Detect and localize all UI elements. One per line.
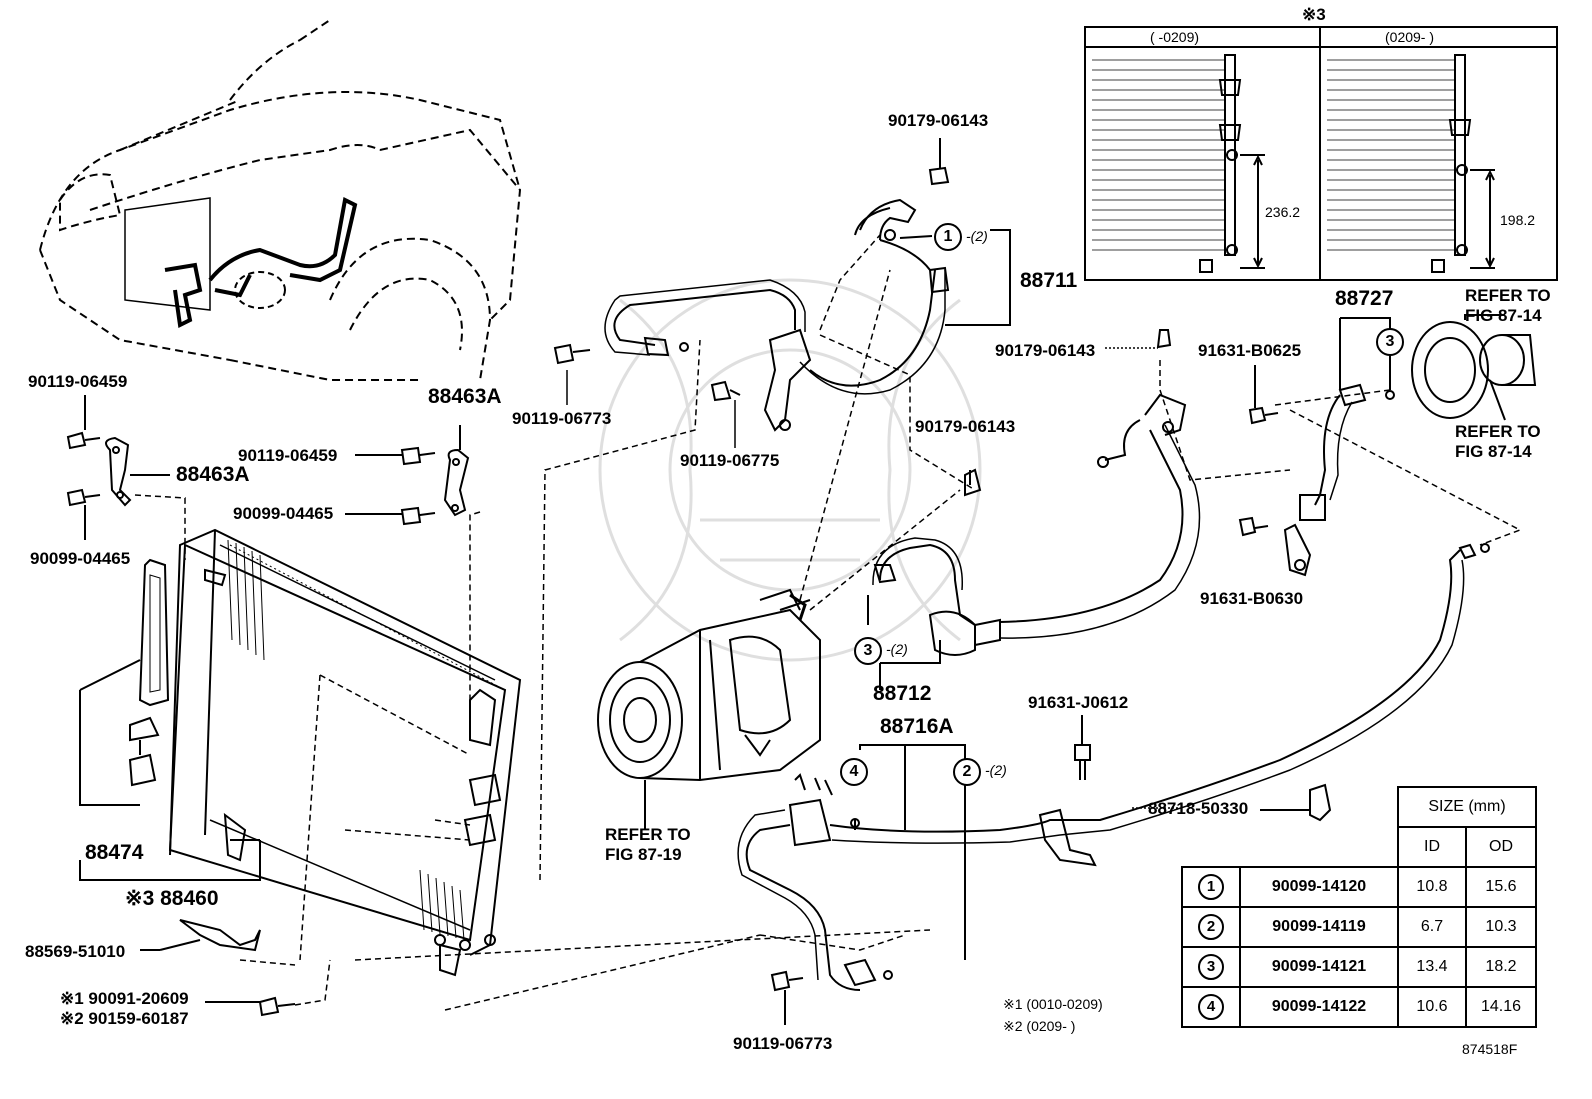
label-90179-06143-top: 90179-06143 [888, 111, 989, 130]
label-refer-87-14-top: REFER TO [1465, 286, 1551, 305]
clamp-88718 [1260, 783, 1332, 822]
row-part: 90099-14120 [1239, 866, 1399, 908]
label-90119-06459-left: 90119-06459 [28, 372, 128, 391]
qty-callout-1: -(2) [966, 228, 988, 244]
diagram-id: 874518F [1462, 1041, 1518, 1057]
row-od: 14.16 [1465, 986, 1537, 1028]
bolt-90119-06773-b [770, 970, 804, 1025]
bracket-88463a-right [443, 425, 470, 517]
row-number: 4 [1198, 994, 1224, 1020]
row-id: 6.7 [1397, 906, 1467, 948]
row-od: 15.6 [1465, 866, 1537, 908]
compressor [597, 588, 821, 830]
note-2: ※2 (0209- ) [1003, 1018, 1076, 1034]
leader-stubs [566, 347, 1180, 809]
label-refer-87-14-bottom: REFER TO [1455, 422, 1541, 441]
tube-88727 [1238, 317, 1395, 577]
table-row: 1 90099-14120 10.8 15.6 [1181, 866, 1537, 908]
callout-3-88712: 3 [854, 637, 882, 665]
label-91631-b0625: 91631-B0625 [1198, 341, 1302, 360]
label-90119-06773-top: 90119-06773 [512, 409, 612, 428]
label-88718-50330: 88718-50330 [1148, 799, 1249, 818]
condenser-88460 [168, 528, 522, 977]
car-front-outline [39, 19, 522, 381]
seal-88474 [79, 558, 261, 881]
row-number: 2 [1198, 914, 1224, 940]
label-90099-04465-right: 90099-04465 [233, 504, 334, 523]
inset-right-range: (0209- ) [1385, 29, 1435, 45]
condenser-in-car [164, 197, 358, 329]
condenser-fins [227, 539, 465, 941]
inset-mark: ※3 [1302, 5, 1326, 24]
bolt-91631-j0612 [1074, 715, 1091, 780]
row-part: 90099-14122 [1239, 986, 1399, 1028]
note-1: ※1 (0010-0209) [1003, 996, 1103, 1012]
label-88716a: 88716A [880, 715, 954, 738]
size-table-title: SIZE (mm) [1397, 786, 1537, 828]
size-table-col-id: ID [1397, 826, 1467, 868]
bracket-88569 [140, 919, 261, 952]
label-90091-20609: ※1 90091-20609 [60, 989, 189, 1008]
callout-2: 2 [953, 758, 981, 786]
size-table-col-od: OD [1465, 826, 1537, 868]
row-number: 3 [1198, 954, 1224, 980]
clutch-parts [1411, 314, 1537, 421]
row-part: 90099-14121 [1239, 946, 1399, 988]
label-refer-87-19: REFER TO [605, 825, 691, 844]
bolts-left [66, 395, 436, 1017]
label-88474: 88474 [85, 841, 144, 864]
label-90119-06459-right: 90119-06459 [238, 446, 338, 465]
inset-fins [1092, 59, 1455, 251]
label-refer-87-19-fig: FIG 87-19 [605, 845, 682, 864]
callout-3-88727: 3 [1376, 328, 1404, 356]
bracket-88463a-left [105, 436, 170, 507]
row-part: 90099-14119 [1239, 906, 1399, 948]
label-refer-87-14-bottom-fig: FIG 87-14 [1455, 442, 1532, 461]
row-od: 10.3 [1465, 906, 1537, 948]
label-91631-j0612: 91631-J0612 [1028, 693, 1129, 712]
callout-4: 4 [840, 758, 868, 786]
dashed-leaders [134, 234, 1522, 1011]
label-88727: 88727 [1335, 287, 1394, 310]
table-row: 4 90099-14122 10.6 14.16 [1181, 986, 1537, 1028]
qty-callout-2: -(2) [985, 762, 1007, 778]
table-row: 2 90099-14119 6.7 10.3 [1181, 906, 1537, 948]
row-id: 10.6 [1397, 986, 1467, 1028]
row-od: 18.2 [1465, 946, 1537, 988]
hose-88711 [604, 138, 1011, 432]
label-88460: ※3 88460 [125, 887, 219, 910]
label-88463a-left: 88463A [176, 463, 250, 486]
callout-1: 1 [934, 223, 962, 251]
watermark-emblem [598, 278, 982, 662]
bolt-90119-06775 [710, 380, 741, 402]
inset-box [1084, 26, 1558, 281]
label-90159-60187: ※2 90159-60187 [60, 1009, 189, 1028]
row-number: 1 [1198, 874, 1224, 900]
label-88711: 88711 [1020, 269, 1078, 292]
row-id: 13.4 [1397, 946, 1467, 988]
label-refer-87-14-top-fig: FIG 87-14 [1465, 306, 1542, 325]
label-90179-06143-mid: 90179-06143 [995, 341, 1096, 360]
label-90099-04465-left: 90099-04465 [30, 549, 131, 568]
inset-left-range: ( -0209) [1150, 29, 1200, 45]
label-90119-06775: 90119-06775 [680, 451, 780, 470]
bolt-90119-06773-a [553, 343, 591, 365]
tube-88716a [737, 543, 1490, 991]
table-row: 3 90099-14121 13.4 18.2 [1181, 946, 1537, 988]
inset-left-dimension: 236.2 [1265, 204, 1301, 220]
inset-right-dimension: 198.2 [1500, 212, 1536, 228]
row-id: 10.8 [1397, 866, 1467, 908]
car-grille [124, 197, 286, 311]
size-table: SIZE (mm) ID OD 1 90099-14120 10.8 15.6 … [1181, 786, 1537, 1028]
label-88712: 88712 [873, 682, 932, 705]
label-88463a-right: 88463A [428, 385, 502, 408]
hose-88712 [867, 329, 1201, 690]
label-90179-06143-low: 90179-06143 [915, 417, 1016, 436]
label-91631-b0630: 91631-B0630 [1200, 589, 1304, 608]
qty-callout-3: -(2) [886, 641, 908, 657]
label-88569-51010: 88569-51010 [25, 942, 126, 961]
label-90119-06773-bottom: 90119-06773 [733, 1034, 833, 1053]
